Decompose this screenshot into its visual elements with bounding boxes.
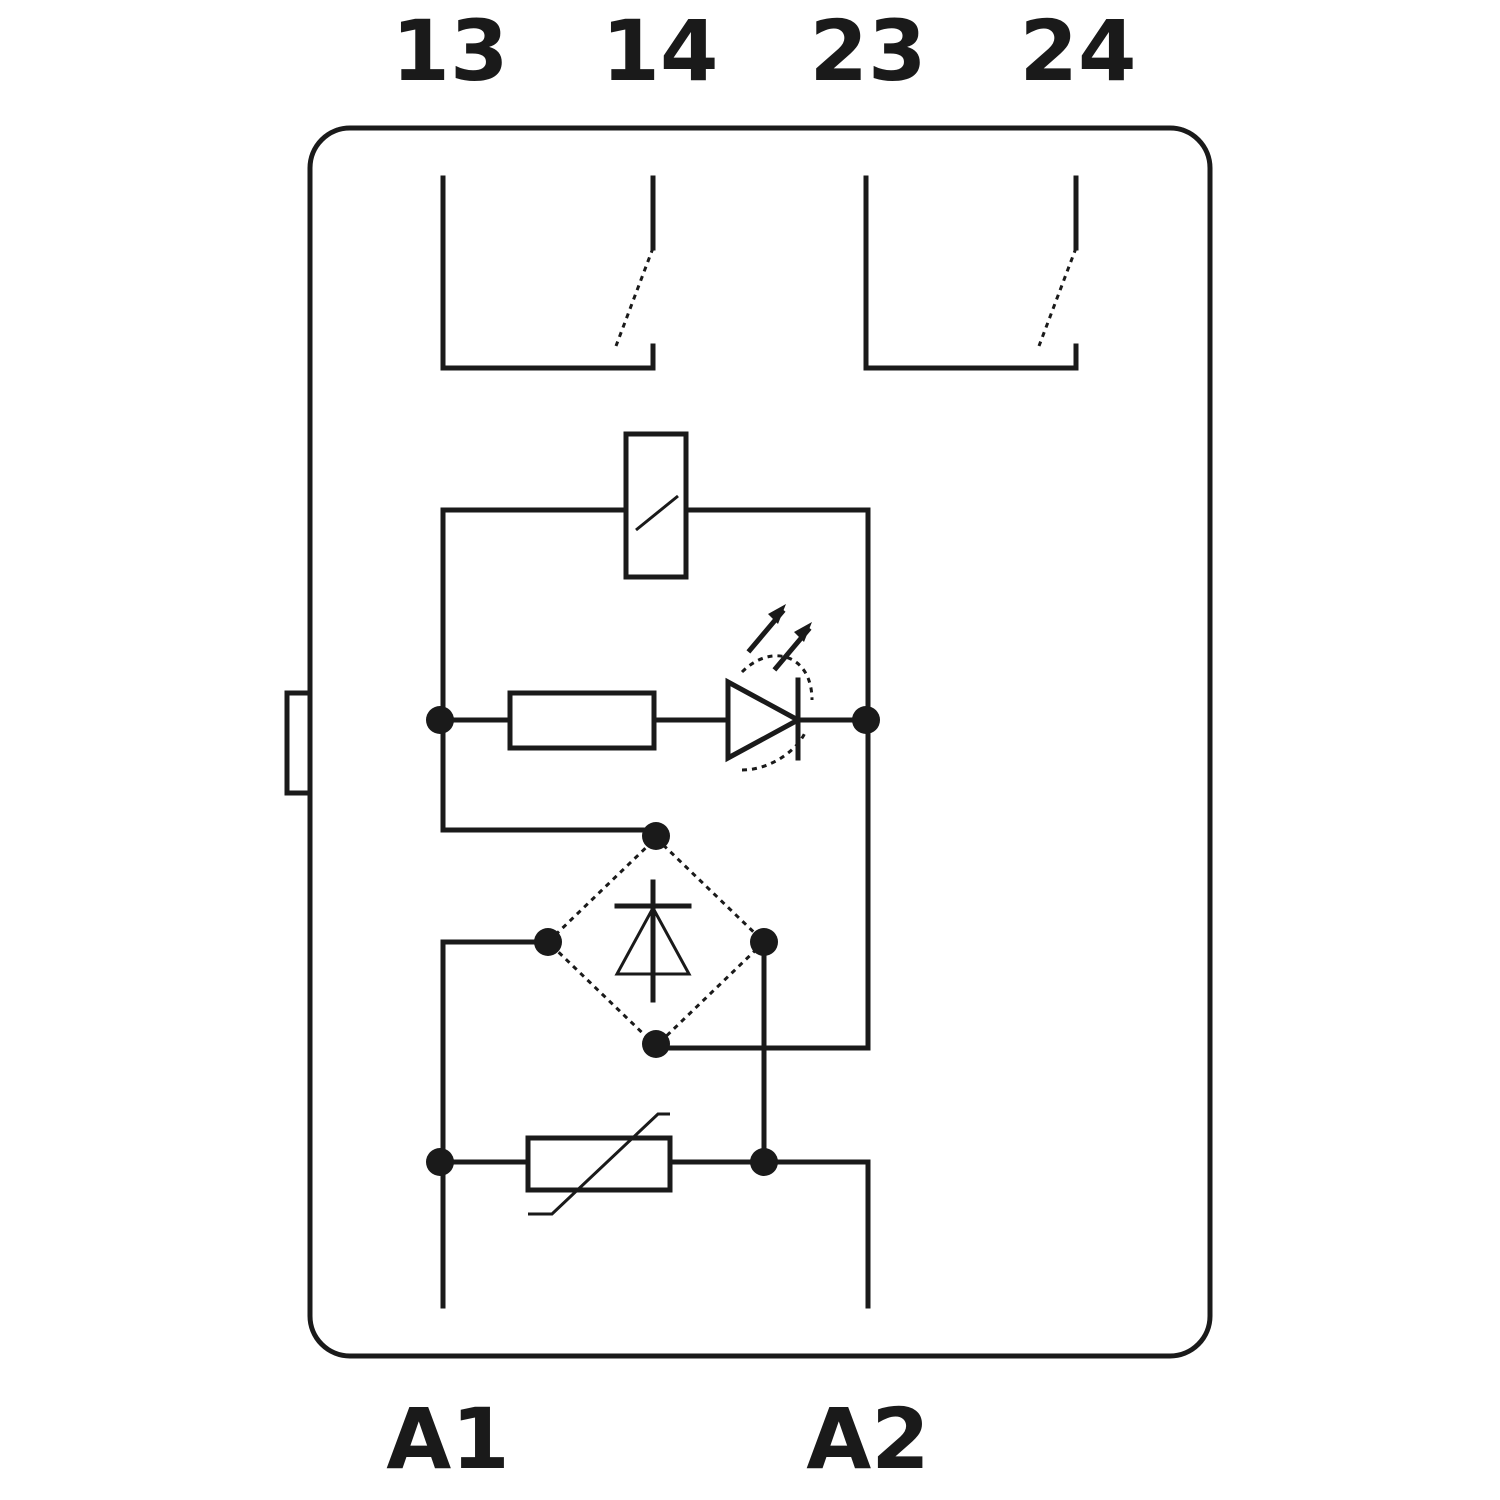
terminal-label-24: 24 — [1020, 2, 1137, 100]
rectifier-diode-icon — [614, 879, 692, 1003]
contact-23-24 — [863, 175, 1079, 371]
terminal-label-13: 13 — [392, 2, 509, 100]
housing-latch-tab — [284, 690, 313, 796]
led-icon — [725, 604, 871, 772]
terminal-label-a1: A1 — [386, 1390, 509, 1488]
terminal-label-23: 23 — [810, 2, 927, 100]
bridge-rectifier — [440, 717, 767, 1165]
contact-13-14 — [440, 175, 656, 371]
led-branch — [440, 604, 871, 772]
varistor-branch — [440, 1112, 871, 1309]
terminal-label-a2: A2 — [806, 1390, 929, 1488]
terminal-label-14: 14 — [602, 2, 719, 100]
junction-dots — [426, 706, 880, 1176]
varistor — [525, 1135, 673, 1193]
resistor — [507, 690, 657, 751]
